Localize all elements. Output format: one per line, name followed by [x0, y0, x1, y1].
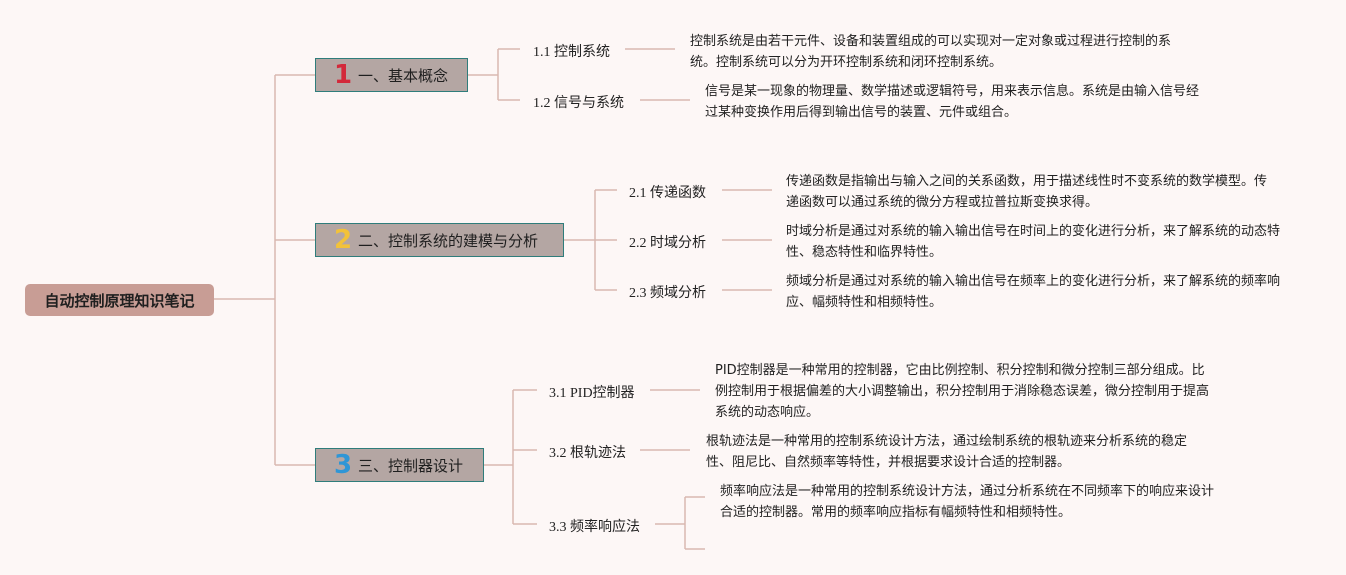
subtopic-node-2-1[interactable]: 2.1 传递函数: [629, 186, 706, 201]
description-1-2: 信号是某一现象的物理量、数学描述或逻辑符号，用来表示信息。系统是由输入信号经过某…: [705, 84, 1200, 120]
subtopic-node-1-1[interactable]: 1.1 控制系统: [533, 45, 610, 60]
root-label: 自动控制原理知识笔记: [44, 291, 195, 310]
subtopic-node-2-2[interactable]: 2.2 时域分析: [629, 236, 706, 251]
description-1-1: 控制系统是由若干元件、设备和装置组成的可以实现对一定对象或过程进行控制的系统。控…: [690, 34, 1172, 70]
description-3-2: 根轨迹法是一种常用的控制系统设计方法，通过绘制系统的根轨迹来分析系统的稳定性、阻…: [706, 434, 1188, 470]
description-3-1: PID控制器是一种常用的控制器，它由比例控制、积分控制和微分控制三部分组成。比例…: [715, 363, 1210, 420]
description-2-3: 频域分析是通过对系统的输入输出信号在频率上的变化进行分析，来了解系统的频率响应、…: [786, 274, 1281, 310]
section-node-3[interactable]: 3 三、控制器设计: [315, 448, 484, 482]
subtopic-node-3-3[interactable]: 3.3 频率响应法: [549, 520, 640, 535]
root-node[interactable]: 自动控制原理知识笔记: [25, 284, 214, 316]
number-two-icon: 2: [334, 225, 353, 255]
section-title: 一、基本概念: [358, 66, 449, 85]
section-node-1[interactable]: 1 一、基本概念: [315, 58, 468, 92]
description-3-3: 频率响应法是一种常用的控制系统设计方法，通过分析系统在不同频率下的响应来设计合适…: [720, 484, 1215, 520]
subtopic-node-3-1[interactable]: 3.1 PID控制器: [549, 386, 635, 401]
section-title: 二、控制系统的建模与分析: [358, 231, 539, 250]
number-one-icon: 1: [334, 60, 353, 90]
section-title: 三、控制器设计: [358, 456, 464, 475]
number-three-icon: 3: [334, 450, 353, 480]
description-2-2: 时域分析是通过对系统的输入输出信号在时间上的变化进行分析，来了解系统的动态特性、…: [786, 224, 1281, 260]
section-node-2[interactable]: 2 二、控制系统的建模与分析: [315, 223, 564, 257]
subtopic-node-3-2[interactable]: 3.2 根轨迹法: [549, 446, 626, 461]
description-2-1: 传递函数是指输出与输入之间的关系函数，用于描述线性时不变系统的数学模型。传递函数…: [786, 174, 1268, 210]
subtopic-node-1-2[interactable]: 1.2 信号与系统: [533, 96, 624, 111]
subtopic-node-2-3[interactable]: 2.3 频域分析: [629, 286, 706, 301]
